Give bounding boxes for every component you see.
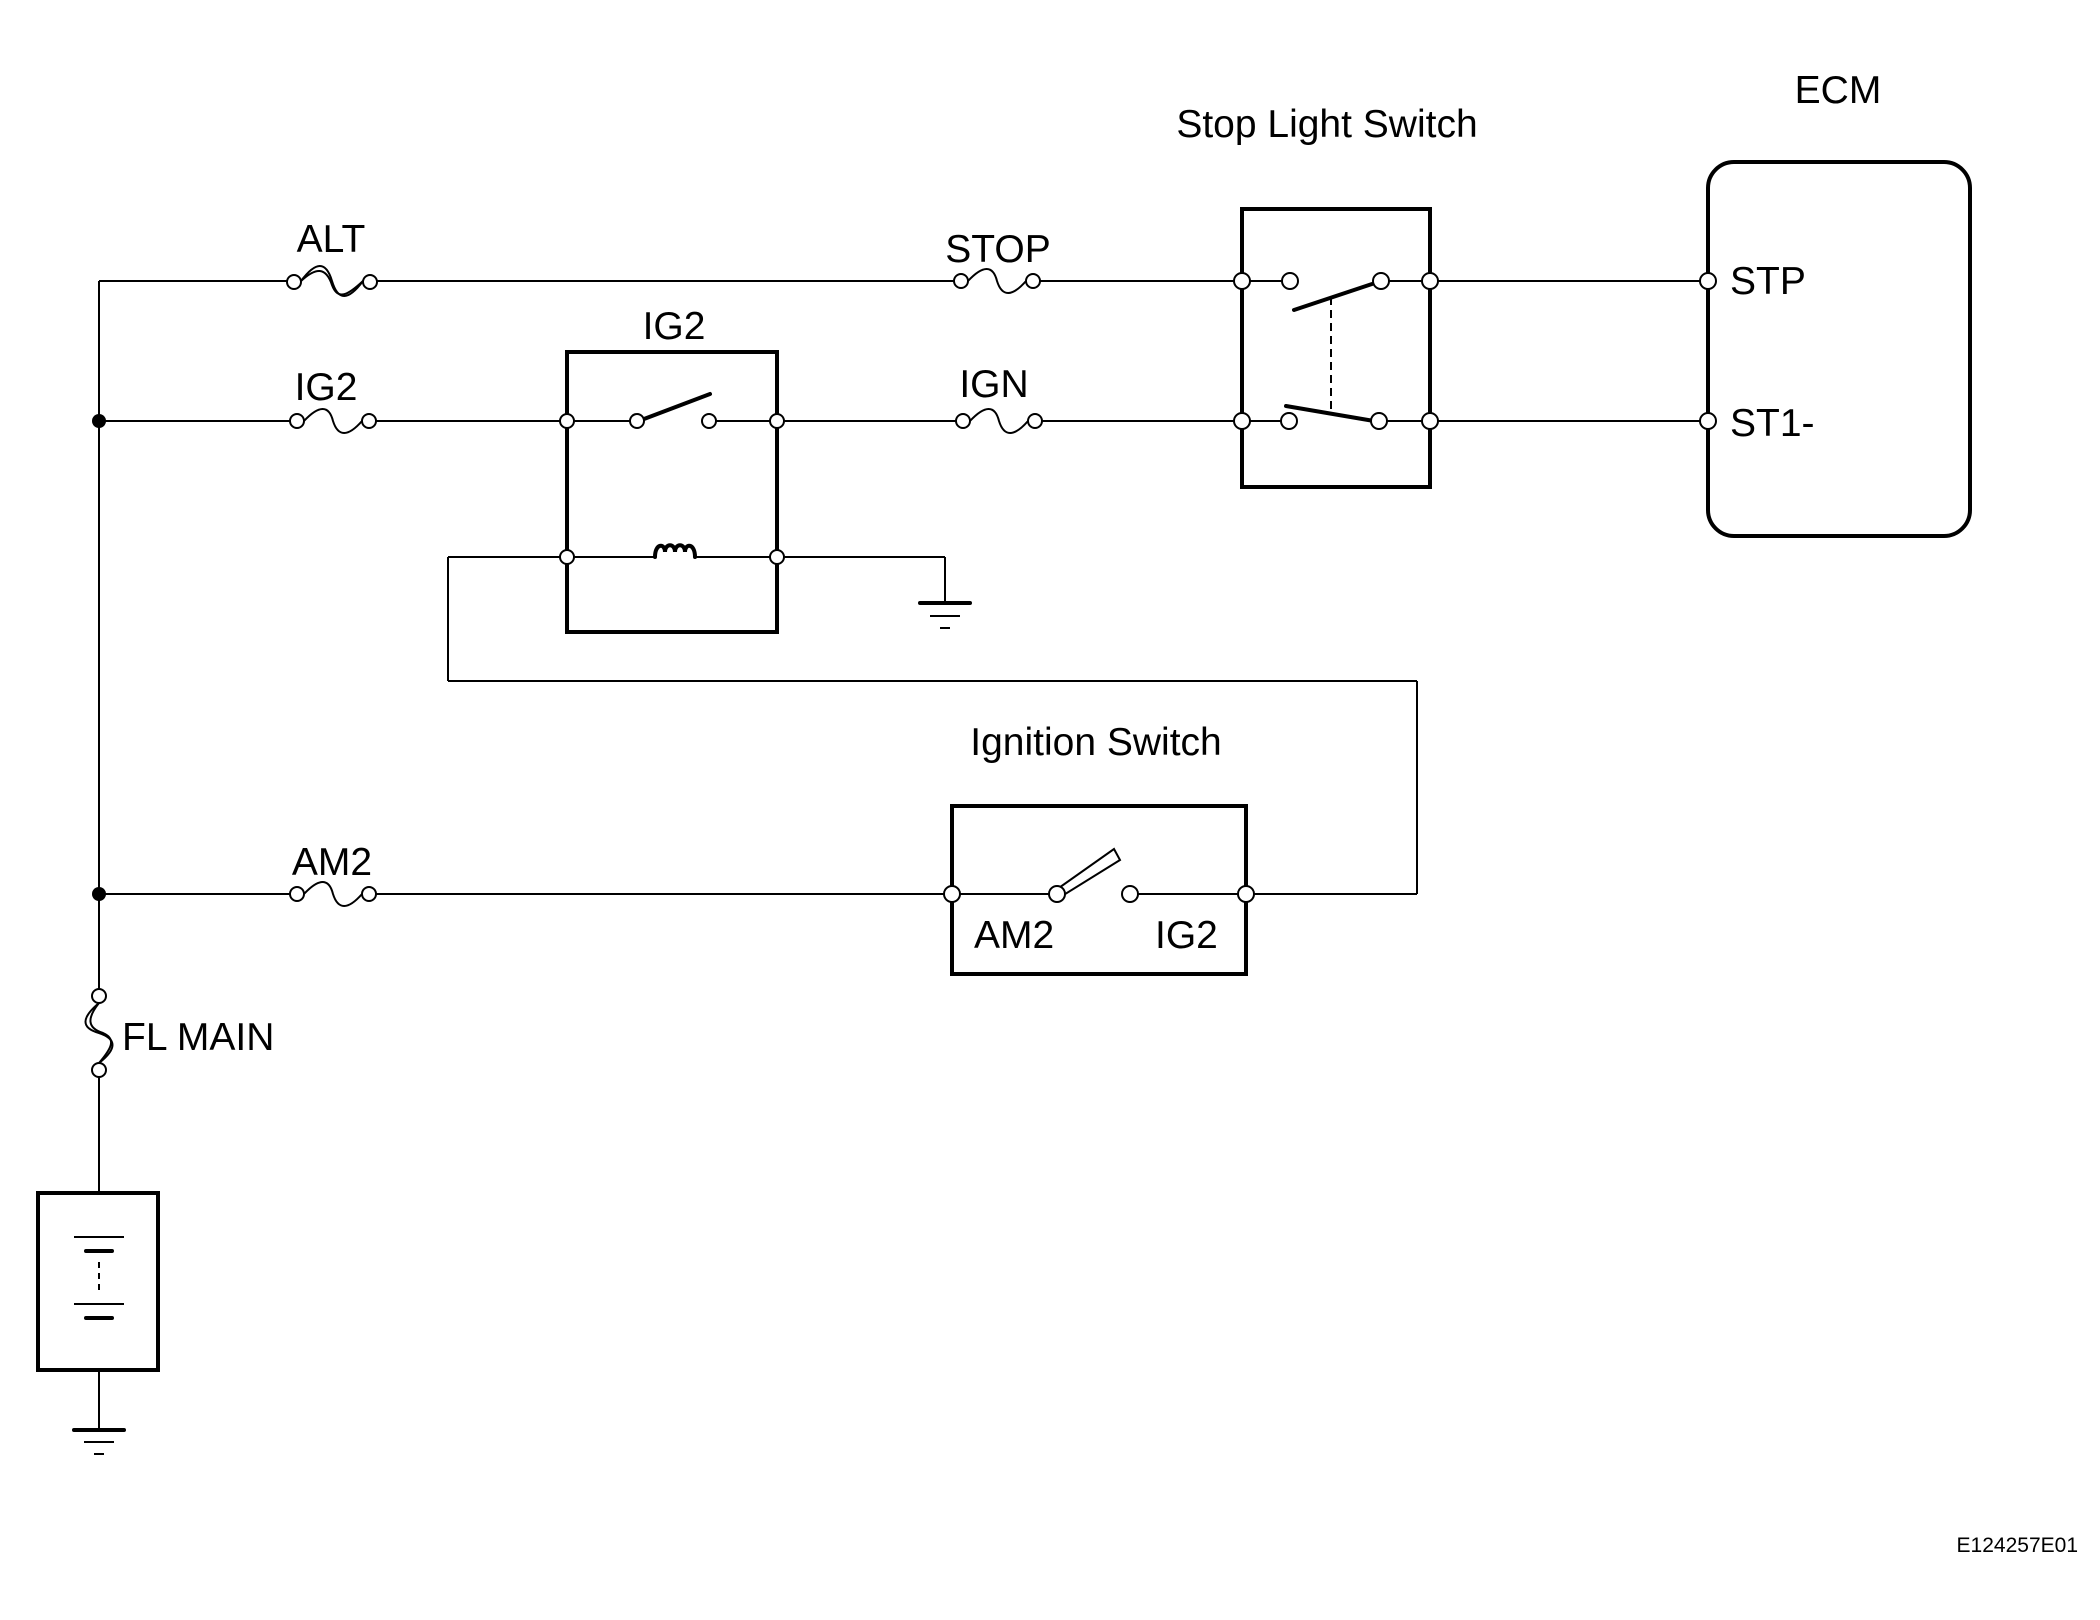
ig2-relay: IG2 [559,305,785,634]
ig2-relay-label: IG2 [643,305,706,348]
fuse-alt-label: ALT [297,218,366,261]
ecm-terminal-st1 [1699,412,1717,430]
ignition-switch: Ignition Switch AM2 IG2 [943,721,1255,976]
fuse-fl-main-label: FL MAIN [122,1016,274,1059]
fuse-am2: AM2 [289,841,377,907]
stop-light-switch: Stop Light Switch [1176,103,1478,489]
fuse-alt: ALT [286,218,378,297]
stop-light-switch-label: Stop Light Switch [1176,103,1477,146]
ignition-ig2-label: IG2 [1155,914,1218,957]
fuse-ign: IGN [955,363,1043,434]
ecm-terminal-stp [1699,272,1717,290]
ignition-switch-label: Ignition Switch [970,721,1221,764]
ecm-stp-label: STP [1730,260,1806,303]
ground-symbol [918,601,972,629]
figure-code: E124257E01 [1957,1534,2078,1557]
fuse-stop-label: STOP [945,228,1050,271]
ignition-am2-label: AM2 [974,914,1054,957]
wires [98,280,1708,1428]
ground-symbol [72,1428,126,1455]
fuse-ig2: IG2 [289,366,377,434]
fuse-ign-label: IGN [959,363,1028,406]
fuse-stop: STOP [945,228,1051,294]
fuse-ig2-label: IG2 [295,366,358,409]
ecm-st1-label: ST1- [1730,402,1815,445]
battery [36,1191,160,1372]
fuse-fl-main: FL MAIN [84,988,274,1078]
ecm-label: ECM [1795,69,1882,112]
junction-dot [92,414,106,428]
junction-dot [92,887,106,901]
fuse-am2-label: AM2 [292,841,372,884]
ecm: ECM STP ST1- [1699,69,1972,538]
